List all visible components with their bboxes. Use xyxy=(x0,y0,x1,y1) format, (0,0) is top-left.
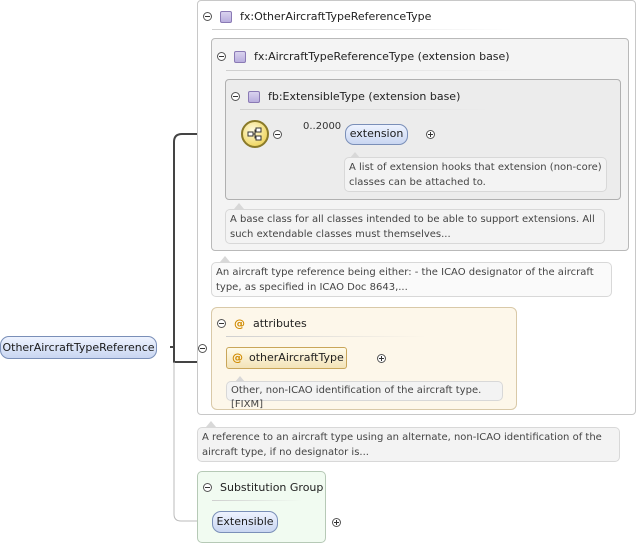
attribute-icon: @ xyxy=(234,317,245,330)
multiplicity-label: 0..2000 xyxy=(303,121,342,132)
attribute-documentation: Other, non-ICAO identification of the ai… xyxy=(226,381,503,410)
extension-base-documentation: A base class for all classes intended to… xyxy=(225,209,605,244)
type-title: fb:ExtensibleType (extension base) xyxy=(268,90,461,103)
substitution-title: Substitution Group xyxy=(220,481,324,494)
expand-icon[interactable] xyxy=(377,354,386,363)
type-title: fx:AircraftTypeReferenceType (extension … xyxy=(254,50,510,63)
type-icon xyxy=(234,50,246,63)
extension-documentation: A list of extension hooks that extension… xyxy=(344,157,607,192)
collapse-icon[interactable] xyxy=(217,52,226,61)
type-documentation: An aircraft type reference being either:… xyxy=(211,262,612,297)
collapse-icon[interactable] xyxy=(217,319,226,328)
expand-icon[interactable] xyxy=(332,518,341,527)
attributes-title: attributes xyxy=(253,317,307,330)
extension-element[interactable]: extension xyxy=(345,124,408,145)
collapse-icon[interactable] xyxy=(273,130,282,139)
collapse-icon[interactable] xyxy=(203,12,212,21)
collapse-icon[interactable] xyxy=(231,92,240,101)
substitution-element[interactable]: Extensible xyxy=(212,511,278,533)
root-element[interactable]: OtherAircraftTypeReference xyxy=(0,336,157,359)
type-title: fx:OtherAircraftTypeReferenceType xyxy=(240,10,432,23)
sequence-icon[interactable] xyxy=(241,120,269,148)
collapse-icon[interactable] xyxy=(197,344,207,353)
type-icon xyxy=(220,10,232,23)
collapse-icon[interactable] xyxy=(203,483,212,492)
root-documentation: A reference to an aircraft type using an… xyxy=(197,427,620,462)
expand-icon[interactable] xyxy=(425,130,435,139)
attribute-icon: @ xyxy=(232,351,243,364)
attribute-element[interactable]: @ otherAircraftType xyxy=(226,347,347,369)
type-icon xyxy=(248,90,260,103)
attribute-label: otherAircraftType xyxy=(249,351,344,364)
